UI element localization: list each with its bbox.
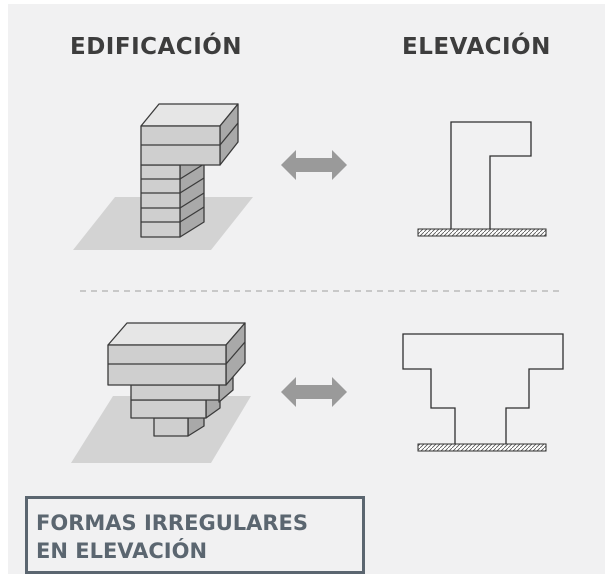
elevation-heading: ELEVACIÓN [402, 34, 551, 60]
caption-line-2: EN ELEVACIÓN [36, 539, 208, 563]
setback-tower-elevation [417, 121, 547, 237]
double-arrow-icon [281, 377, 347, 407]
double-arrow-icon [281, 150, 347, 180]
foundation-strip [417, 228, 547, 237]
inverted-stepped-building [71, 322, 251, 463]
foundation-strip [417, 443, 547, 452]
caption-box: FORMAS IRREGULARES EN ELEVACIÓN [25, 496, 365, 574]
setback-tower-building [73, 103, 253, 250]
caption-line-1: FORMAS IRREGULARES [36, 511, 309, 535]
inverted-stepped-elevation [402, 333, 564, 452]
diagram-panel [8, 4, 605, 574]
building-heading: EDIFICACIÓN [70, 34, 243, 60]
